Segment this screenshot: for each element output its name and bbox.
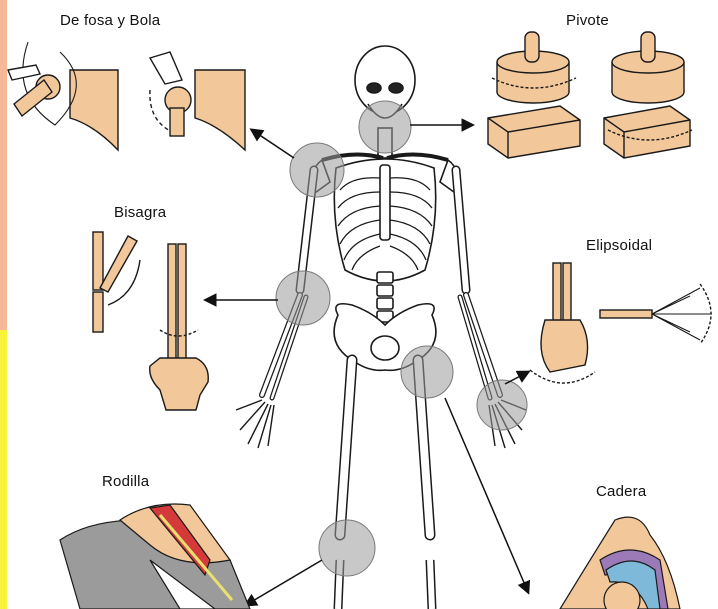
ellipsoid-rotation bbox=[530, 370, 595, 383]
ellipsoid-fan bbox=[652, 288, 712, 340]
arrow-to-knee bbox=[246, 560, 322, 605]
pivot-base-2 bbox=[604, 106, 690, 158]
hand-hinge bbox=[150, 358, 209, 410]
label-hip: Cadera bbox=[596, 483, 646, 500]
ellipsoid-hand bbox=[541, 320, 588, 372]
guide-rod-2 bbox=[150, 52, 182, 84]
hip-illustration bbox=[560, 517, 680, 609]
arrow-to-ball-socket bbox=[252, 130, 294, 158]
label-ellipsoidal: Elipsoidal bbox=[586, 237, 652, 254]
forearm-bone-1 bbox=[168, 244, 176, 364]
label-pivot: Pivote bbox=[566, 12, 609, 29]
shoulder-joint-circle bbox=[290, 143, 344, 197]
arrow-to-ellipsoidal bbox=[505, 372, 528, 384]
hinge-lower-bone bbox=[93, 292, 103, 332]
shaft-top-1 bbox=[8, 65, 40, 80]
socket-block-1 bbox=[70, 70, 118, 150]
neck-joint-circle bbox=[359, 101, 411, 153]
ellipsoid-bone-1 bbox=[553, 263, 561, 323]
lumbar-spine bbox=[377, 272, 393, 322]
pelvic-opening bbox=[371, 336, 399, 360]
label-hinge: Bisagra bbox=[114, 204, 166, 221]
hinge-upper-bone bbox=[93, 232, 103, 290]
label-ball-socket: De fosa y Bola bbox=[60, 12, 160, 29]
hinge-illustrations bbox=[93, 232, 208, 410]
pivot-peg-2 bbox=[641, 32, 655, 62]
forearm-bone-2 bbox=[178, 244, 186, 364]
pivot-illustrations bbox=[488, 32, 692, 158]
ellipsoidal-illustrations bbox=[530, 263, 712, 383]
hinge-bent-bone bbox=[100, 236, 137, 292]
ellipsoid-bone-2 bbox=[563, 263, 571, 323]
eye-socket-left bbox=[367, 83, 381, 93]
knee-illustration bbox=[60, 504, 250, 609]
knee-joint-circle bbox=[319, 520, 375, 576]
ellipsoid-rod bbox=[600, 310, 652, 318]
eye-socket-right bbox=[389, 83, 403, 93]
pivot-peg-1 bbox=[525, 32, 539, 62]
pivot-base-1 bbox=[488, 106, 580, 158]
arrow-to-hip bbox=[445, 398, 528, 592]
elbow-joint-circle bbox=[276, 271, 330, 325]
socket-block-2 bbox=[195, 70, 245, 150]
label-knee: Rodilla bbox=[102, 473, 149, 490]
hand-left bbox=[236, 400, 274, 448]
hip-joint-circle bbox=[401, 346, 453, 398]
shaft-2 bbox=[170, 108, 184, 136]
wrist-joint-circle bbox=[477, 380, 527, 430]
ball-socket-illustrations bbox=[8, 42, 245, 150]
sternum bbox=[380, 165, 390, 240]
